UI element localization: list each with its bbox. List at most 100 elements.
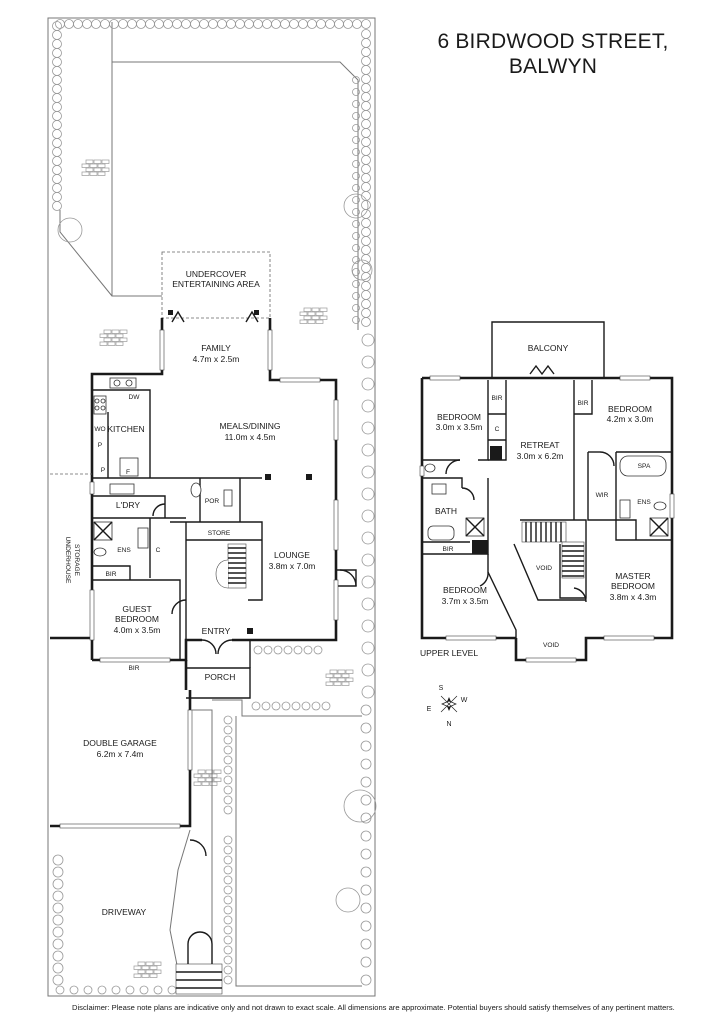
upper-floor-labels: BALCONY BEDROOM 3.0m x 3.5m RETREAT 3.0m… xyxy=(420,343,656,658)
brick-unit xyxy=(93,167,102,172)
brick-unit xyxy=(85,167,94,172)
brick-symbol xyxy=(299,307,328,324)
brick-unit xyxy=(345,677,354,682)
shrub xyxy=(361,146,371,156)
shrub xyxy=(263,645,273,655)
shrub xyxy=(360,848,372,860)
room-label-guest-1: GUEST xyxy=(122,604,151,614)
shrub xyxy=(361,553,375,567)
shrub xyxy=(298,19,308,29)
shrub xyxy=(361,290,371,300)
shrub xyxy=(223,865,233,875)
shrub xyxy=(361,227,371,237)
shrub xyxy=(361,575,375,589)
shrub xyxy=(52,926,64,938)
brick-unit xyxy=(197,769,206,774)
shrub xyxy=(136,19,146,29)
upper-pillars xyxy=(472,446,502,554)
shrub xyxy=(223,785,233,795)
shrub xyxy=(52,30,62,40)
room-dims-bedroom-2: 4.2m x 3.0m xyxy=(607,414,654,424)
shrub xyxy=(361,218,371,228)
shrub xyxy=(352,220,360,228)
shrub xyxy=(52,21,62,31)
shrub xyxy=(226,19,236,29)
shrub xyxy=(271,19,281,29)
brick-unit xyxy=(193,781,202,786)
shrub xyxy=(244,19,254,29)
shrub xyxy=(223,975,233,985)
brick-symbol xyxy=(325,669,354,686)
compass-e: E xyxy=(427,706,432,713)
shrub xyxy=(303,645,313,655)
shrub xyxy=(261,701,271,711)
brick-unit xyxy=(115,333,124,338)
shrub xyxy=(360,758,372,770)
shrub xyxy=(280,19,290,29)
stair-flight-upper-2 xyxy=(561,541,585,579)
brick-unit xyxy=(99,333,108,338)
shrub xyxy=(223,725,233,735)
shrub xyxy=(154,19,164,29)
tree xyxy=(343,789,377,823)
brick-unit xyxy=(111,329,120,334)
shrub xyxy=(223,965,233,975)
label-f: F xyxy=(126,469,130,476)
sliding-doors xyxy=(171,310,555,376)
brick-unit xyxy=(103,329,112,334)
label-bir-ground-1: BIR xyxy=(106,571,117,578)
shrub xyxy=(311,701,321,711)
brick-unit xyxy=(209,773,218,778)
shrub xyxy=(223,915,233,925)
label-ens-upper: ENS xyxy=(637,499,651,506)
ground-doors xyxy=(152,503,357,857)
room-dims-lounge: 3.8m x 7.0m xyxy=(269,561,316,571)
shrub xyxy=(360,776,372,788)
brick-unit xyxy=(89,163,98,168)
brick-unit xyxy=(81,171,90,176)
title-line-1: 6 BIRDWOOD STREET, xyxy=(437,30,668,53)
shrub xyxy=(52,39,62,49)
shrub xyxy=(361,465,375,479)
shrub xyxy=(52,66,62,76)
shrub xyxy=(52,102,62,112)
shrub xyxy=(293,645,303,655)
shrub xyxy=(361,155,371,165)
brick-unit xyxy=(145,961,154,966)
brick-unit xyxy=(337,677,346,682)
shrub xyxy=(361,399,375,413)
brick-unit xyxy=(153,961,162,966)
shrub xyxy=(223,885,233,895)
shrub xyxy=(361,182,371,192)
shrub xyxy=(352,124,360,132)
room-label-ldry: L'DRY xyxy=(116,500,140,510)
room-label-kitchen: KITCHEN xyxy=(107,424,144,434)
shrub xyxy=(190,19,200,29)
brick-unit xyxy=(311,307,320,312)
room-dims-meals: 11.0m x 4.5m xyxy=(225,432,276,442)
brick-unit xyxy=(315,311,324,316)
shrub xyxy=(352,304,360,312)
brick-unit xyxy=(133,973,142,978)
brick-unit xyxy=(319,315,328,320)
shrub xyxy=(325,19,335,29)
shrub xyxy=(73,19,83,29)
shrub xyxy=(163,19,173,29)
shrub xyxy=(217,19,227,29)
brick-unit xyxy=(193,773,202,778)
shrub xyxy=(223,715,233,725)
tree xyxy=(351,259,373,281)
shrub xyxy=(361,101,371,111)
room-label-family: FAMILY xyxy=(201,343,231,353)
shrub xyxy=(235,19,245,29)
room-label-bath: BATH xyxy=(435,506,457,516)
shrub xyxy=(153,985,163,995)
brick-unit xyxy=(299,319,308,324)
compass-labels: S W E N xyxy=(427,685,468,728)
brick-unit xyxy=(107,333,116,338)
shrub xyxy=(52,147,62,157)
shrub xyxy=(52,902,64,914)
shrub xyxy=(127,19,137,29)
shrub xyxy=(223,765,233,775)
